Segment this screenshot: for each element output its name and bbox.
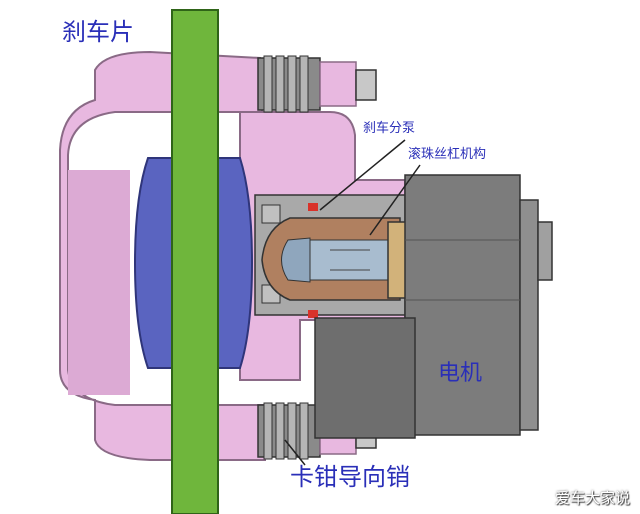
label-brake-cylinder: 刹车分泵	[363, 121, 416, 136]
leader-brake-cylinder	[319, 139, 406, 211]
label-brake-pad: 刹车片	[62, 18, 134, 46]
watermark: 爱车大家说	[554, 489, 630, 507]
caliper-front	[68, 170, 130, 395]
brake-pad-left	[133, 157, 173, 369]
leader-ball-screw	[369, 164, 421, 236]
motor-housing	[314, 174, 553, 439]
ball-screw-spindle	[281, 221, 409, 299]
guide-pin-top	[257, 55, 377, 113]
label-caliper-guide-pin: 卡钳导向销	[290, 463, 410, 491]
brake-pad-right	[217, 157, 254, 369]
brake-disc	[171, 9, 219, 514]
leader-guide-pin	[284, 439, 306, 466]
label-ball-screw: 滚珠丝杠机构	[408, 147, 487, 162]
label-motor: 电机	[438, 361, 483, 386]
